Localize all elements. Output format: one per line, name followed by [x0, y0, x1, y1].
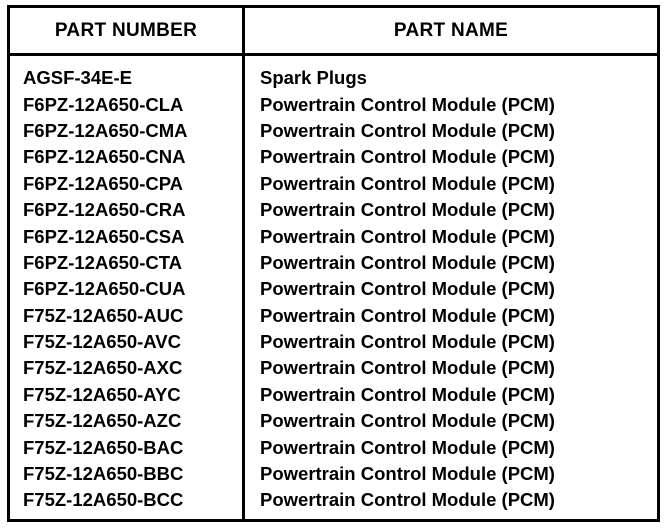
cell-part-name: Powertrain Control Module (PCM)	[260, 410, 555, 432]
cell-part-name: Powertrain Control Module (PCM)	[260, 463, 555, 485]
cell-part-name: Powertrain Control Module (PCM)	[260, 436, 555, 458]
parts-table: PART NUMBER PART NAME AGSF-34E-E Spark Pl…	[7, 5, 660, 522]
table-row: F6PZ-12A650-CRA Powertrain Control Module…	[10, 197, 657, 223]
table-row: F6PZ-12A650-CUA Powertrain Control Module…	[10, 276, 657, 302]
cell-part-number: F75Z-12A650-AYC	[23, 383, 181, 405]
header-part-name: PART NAME	[393, 19, 509, 41]
cell-part-number: F6PZ-12A650-CMA	[23, 119, 188, 141]
cell-part-number: F75Z-12A650-BAC	[23, 436, 184, 458]
table-row: F75Z-12A650-AUC Powertrain Control Module…	[10, 303, 657, 329]
header-part-number: PART NUMBER	[54, 19, 198, 41]
cell-part-name: Powertrain Control Module (PCM)	[260, 304, 555, 326]
table-row: F6PZ-12A650-CTA Powertrain Control Module…	[10, 250, 657, 276]
table-row: F75Z-12A650-AZC Powertrain Control Module…	[10, 408, 657, 434]
cell-part-name: Powertrain Control Module (PCM)	[260, 119, 555, 141]
cell-part-number: F6PZ-12A650-CLA	[23, 93, 184, 115]
cell-part-number: AGSF-34E-E	[23, 67, 132, 89]
table-row: F75Z-12A650-BCC Powertrain Control Module…	[10, 487, 657, 513]
table-row: AGSF-34E-E Spark Plugs	[10, 65, 657, 91]
column-divider	[242, 8, 245, 519]
cell-part-name: Powertrain Control Module (PCM)	[260, 357, 555, 379]
cell-part-number: F6PZ-12A650-CPA	[23, 172, 184, 194]
cell-part-name: Powertrain Control Module (PCM)	[260, 225, 555, 247]
cell-part-name: Powertrain Control Module (PCM)	[260, 172, 555, 194]
cell-part-number: F75Z-12A650-AUC	[23, 304, 184, 326]
cell-part-name: Powertrain Control Module (PCM)	[260, 251, 555, 273]
cell-part-number: F6PZ-12A650-CUA	[23, 278, 186, 300]
cell-part-name: Powertrain Control Module (PCM)	[260, 331, 555, 353]
table-row: F75Z-12A650-AYC Powertrain Control Module…	[10, 382, 657, 408]
table-row: F75Z-12A650-BBC Powertrain Control Module…	[10, 461, 657, 487]
cell-part-number: F6PZ-12A650-CTA	[23, 251, 183, 273]
cell-part-name: Powertrain Control Module (PCM)	[260, 199, 555, 221]
table-row: F75Z-12A650-AXC Powertrain Control Module…	[10, 355, 657, 381]
cell-part-number: F75Z-12A650-AZC	[23, 410, 182, 432]
table-row: F6PZ-12A650-CPA Powertrain Control Module…	[10, 171, 657, 197]
cell-part-number: F6PZ-12A650-CNA	[23, 146, 186, 168]
cell-part-number: F6PZ-12A650-CSA	[23, 225, 185, 247]
table-row: F6PZ-12A650-CNA Powertrain Control Module…	[10, 144, 657, 170]
cell-part-name: Powertrain Control Module (PCM)	[260, 146, 555, 168]
table-row: F6PZ-12A650-CSA Powertrain Control Module…	[10, 223, 657, 249]
cell-part-name: Powertrain Control Module (PCM)	[260, 93, 555, 115]
cell-part-number: F75Z-12A650-AVC	[23, 331, 181, 353]
cell-part-name: Spark Plugs	[260, 67, 367, 89]
cell-part-name: Powertrain Control Module (PCM)	[260, 489, 555, 511]
table-header-row: PART NUMBER PART NAME	[10, 8, 657, 56]
cell-part-number: F75Z-12A650-BBC	[23, 463, 184, 485]
table-row: F6PZ-12A650-CLA Powertrain Control Module…	[10, 91, 657, 117]
table-row: F6PZ-12A650-CMA Powertrain Control Module…	[10, 118, 657, 144]
cell-part-number: F75Z-12A650-AXC	[23, 357, 183, 379]
cell-part-name: Powertrain Control Module (PCM)	[260, 383, 555, 405]
table-row: F75Z-12A650-BAC Powertrain Control Module…	[10, 434, 657, 460]
cell-part-number: F75Z-12A650-BCC	[23, 489, 184, 511]
cell-part-number: F6PZ-12A650-CRA	[23, 199, 186, 221]
cell-part-name: Powertrain Control Module (PCM)	[260, 278, 555, 300]
table-row: F75Z-12A650-AVC Powertrain Control Module…	[10, 329, 657, 355]
